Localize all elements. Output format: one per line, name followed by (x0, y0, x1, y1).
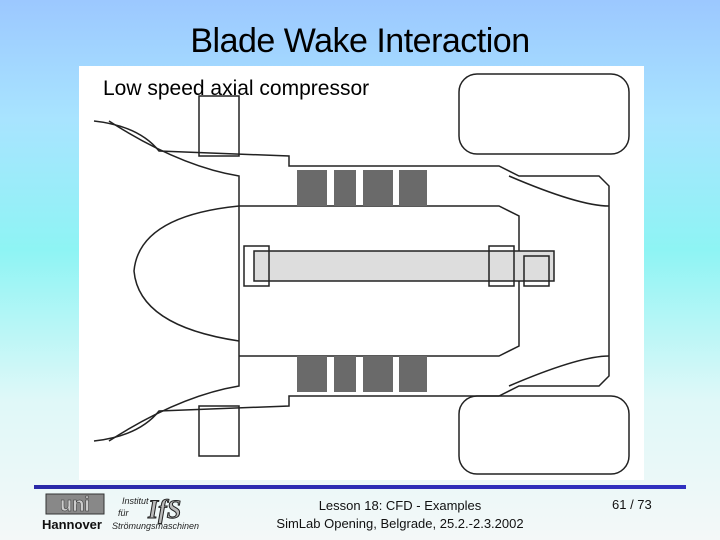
slide-title: Blade Wake Interaction (190, 22, 530, 60)
svg-text:Hannover: Hannover (42, 517, 102, 532)
event-info: SimLab Opening, Belgrade, 25.2.-2.3.2002 (276, 516, 524, 531)
svg-text:Strömungsmaschinen: Strömungsmaschinen (112, 521, 199, 531)
compressor-drawing: Low speed axial compressor (79, 66, 644, 480)
footer-divider (34, 485, 686, 489)
svg-text:für: für (118, 508, 130, 518)
footer-text: Lesson 18: CFD - Examples SimLab Opening… (240, 497, 560, 533)
compressor-cross-section-diagram (93, 73, 630, 475)
figure-subtitle: Low speed axial compressor (103, 77, 370, 100)
university-logo: uni Hannover Institut für IfS Strömungsm… (40, 492, 220, 532)
svg-text:IfS: IfS (147, 495, 181, 524)
svg-text:Institut: Institut (122, 496, 149, 506)
page-number: 61 / 73 (612, 497, 652, 512)
svg-text:uni: uni (60, 494, 90, 516)
lesson-title: Lesson 18: CFD - Examples (318, 498, 482, 513)
